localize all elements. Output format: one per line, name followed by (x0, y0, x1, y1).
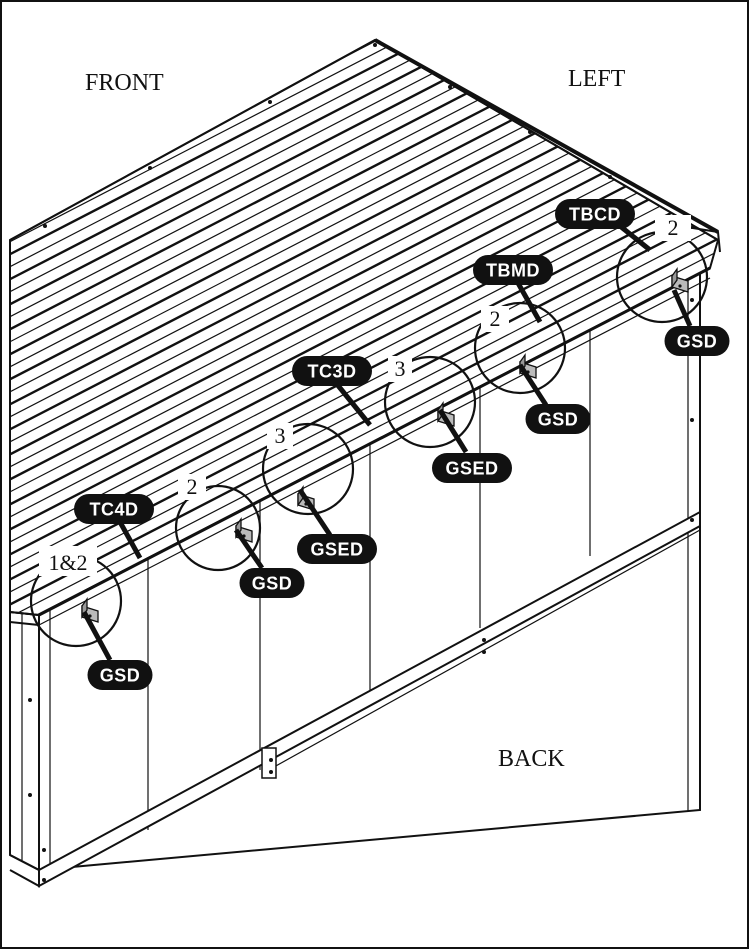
part-label-text: TBCD (569, 205, 621, 225)
step-number: 2 (668, 215, 679, 240)
part-leader (618, 224, 652, 252)
part-label-text: TBMD (486, 261, 540, 281)
step-number: 2 (490, 306, 501, 331)
step-box (655, 215, 691, 241)
step-box (267, 423, 293, 449)
fastener-leader (297, 488, 333, 537)
fastener-label: GSD (239, 568, 305, 598)
step-number: 3 (275, 423, 286, 448)
detail-circle (473, 301, 567, 395)
fastener-label: GSED (432, 453, 512, 483)
roof-bracket (671, 266, 689, 293)
detail-circle (261, 422, 355, 516)
fastener-label: GSD (87, 660, 153, 690)
detail-callout: 2 TBMD GSD (473, 255, 591, 434)
part-label: TBMD (473, 255, 553, 285)
part-label-text: TC3D (307, 362, 356, 382)
step-box (388, 356, 412, 382)
fastener-label-text: GSED (310, 540, 363, 560)
label-front: FRONT (85, 70, 164, 96)
part-label: TC4D (74, 494, 154, 524)
step-number: 2 (187, 474, 198, 499)
wall-panel-seams (147, 328, 591, 830)
fastener-label-text: GSD (252, 574, 293, 594)
fastener-label-text: GSD (677, 332, 718, 352)
part-leader (117, 520, 143, 560)
callout-layer: 2TBCDGSD2TBMDGSD3TC3DGSED3GSED2GSD1&2TC4… (29, 199, 730, 690)
part-leader (334, 381, 372, 427)
fastener-leader (81, 610, 113, 662)
fastener-label-text: GSD (100, 666, 141, 686)
detail-callout: 1&2 TC4D GSD (29, 494, 154, 690)
detail-callout: 3 TC3D GSED (292, 355, 512, 483)
step-number: 1&2 (48, 550, 87, 575)
part-leader (515, 281, 543, 324)
fastener-label-text: GSD (538, 410, 579, 430)
fastener-label-text: GSED (445, 459, 498, 479)
label-left: LEFT (568, 66, 626, 92)
part-label-text: TC4D (89, 500, 138, 520)
step-number: 3 (395, 356, 406, 381)
detail-callout: 2 TBCD GSD (555, 199, 730, 356)
part-label: TBCD (555, 199, 635, 229)
part-label: TC3D (292, 356, 372, 386)
step-box (178, 474, 206, 500)
fastener-leader (437, 408, 469, 454)
fastener-leader (517, 363, 549, 407)
detail-circle (174, 484, 262, 572)
fastener-label: GSED (297, 534, 377, 564)
step-box (481, 306, 509, 332)
fastener-leader (233, 528, 265, 570)
label-back: BACK (498, 746, 565, 772)
fastener-leader (671, 288, 693, 328)
fastener-label: GSD (664, 326, 730, 356)
step-box (39, 546, 97, 576)
detail-circle (383, 355, 477, 449)
fastener-label: GSD (525, 404, 591, 434)
